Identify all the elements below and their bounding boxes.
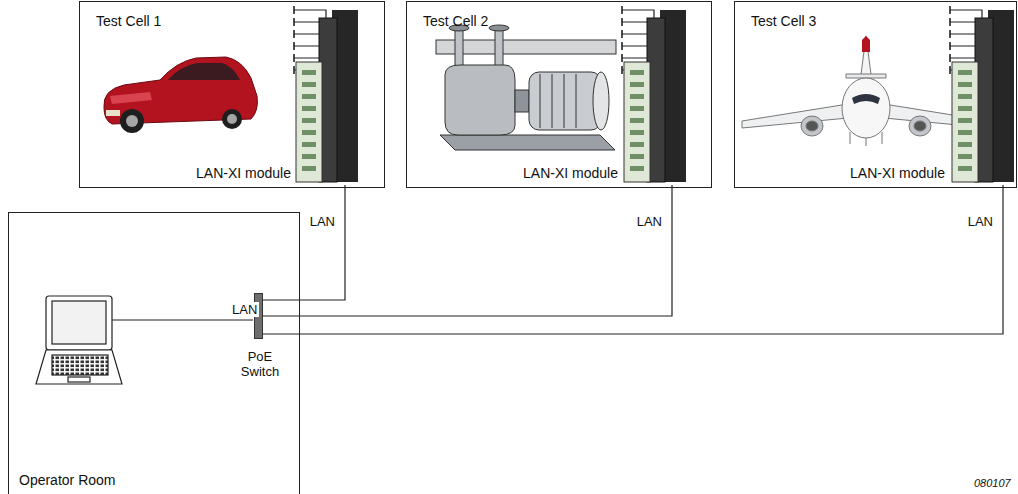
lan-cable <box>263 185 1003 334</box>
sensor-end <box>293 30 295 38</box>
module-connector <box>302 166 316 171</box>
module-connector <box>958 94 972 99</box>
sensor-end <box>293 42 295 50</box>
module-front-panel <box>624 62 650 182</box>
node-label: Operator Room <box>19 472 299 488</box>
sensor-end <box>949 30 951 38</box>
sensor-end <box>621 30 623 38</box>
node-label: Test Cell 1 <box>96 13 368 29</box>
sensor-end <box>949 66 951 74</box>
module-connector <box>958 154 972 159</box>
sensor-end <box>293 54 295 62</box>
node-label: Test Cell 3 <box>751 13 1000 29</box>
lan-xi-module-illustration <box>950 6 1014 182</box>
sensor-end <box>949 18 951 26</box>
module-connector <box>958 130 972 135</box>
sensor-end <box>621 66 623 74</box>
lan-xi-module: LAN-XI module <box>90 151 359 185</box>
module-connector <box>958 142 972 147</box>
lan-xi-module-illustration <box>622 6 686 182</box>
node-label: LAN-XI module <box>523 165 618 181</box>
module-connector <box>630 142 644 147</box>
laptop-illustration <box>36 296 122 384</box>
sensor-end <box>949 6 951 14</box>
sensor-end <box>621 18 623 26</box>
edge-label: LAN <box>308 214 337 229</box>
module-connector <box>630 106 644 111</box>
sensor-end <box>949 54 951 62</box>
module-connector <box>630 118 644 123</box>
edge-label: LAN <box>966 214 995 229</box>
lan-cable <box>263 185 672 316</box>
sensor-end <box>293 18 295 26</box>
sensor-end <box>949 42 951 50</box>
lan-cable <box>263 185 345 300</box>
module-front-panel <box>952 62 978 182</box>
operator-room-box: Operator Room PoE Switch <box>8 212 300 494</box>
sensor-end <box>293 6 295 14</box>
module-connector <box>630 82 644 87</box>
sensor-end <box>621 42 623 50</box>
sensor-end <box>621 6 623 14</box>
test-cell-box: Test Cell 3 LAN-XI module <box>734 1 1017 188</box>
node-label: PoE Switch <box>232 350 288 380</box>
module-connector <box>630 130 644 135</box>
module-connector <box>302 106 316 111</box>
module-front-panel <box>296 62 322 182</box>
module-connector <box>958 118 972 123</box>
module-connector <box>302 118 316 123</box>
lan-xi-module: LAN-XI module <box>417 151 686 185</box>
sensor-end <box>293 66 295 74</box>
module-connector <box>630 70 644 75</box>
lan-xi-module: LAN-XI module <box>831 151 1017 185</box>
lan-cable <box>112 319 253 320</box>
module-connector <box>958 106 972 111</box>
module-connector <box>630 166 644 171</box>
sensor-end <box>621 54 623 62</box>
module-connector <box>958 82 972 87</box>
test-cell-box: Test Cell 2 LAN-XI module <box>406 1 712 188</box>
node-label: LAN-XI module <box>196 165 291 181</box>
module-connector <box>302 70 316 75</box>
module-connector <box>630 154 644 159</box>
car-illustration <box>104 57 258 133</box>
module-connector <box>302 130 316 135</box>
node-label: Test Cell 2 <box>423 13 695 29</box>
module-connector <box>630 94 644 99</box>
node-label: LAN-XI module <box>850 165 945 181</box>
module-connector <box>302 82 316 87</box>
figure-number: 080107 <box>972 477 1013 489</box>
module-connector <box>302 154 316 159</box>
pump-illustration <box>436 25 616 150</box>
lan-xi-module-illustration <box>294 6 358 182</box>
cable-label: LAN <box>230 302 259 317</box>
module-connector <box>302 94 316 99</box>
edge-label: LAN <box>635 214 664 229</box>
module-connector <box>958 70 972 75</box>
module-connector <box>958 166 972 171</box>
module-connector <box>302 142 316 147</box>
test-cell-box: Test Cell 1 LAN-XI module <box>79 1 385 188</box>
